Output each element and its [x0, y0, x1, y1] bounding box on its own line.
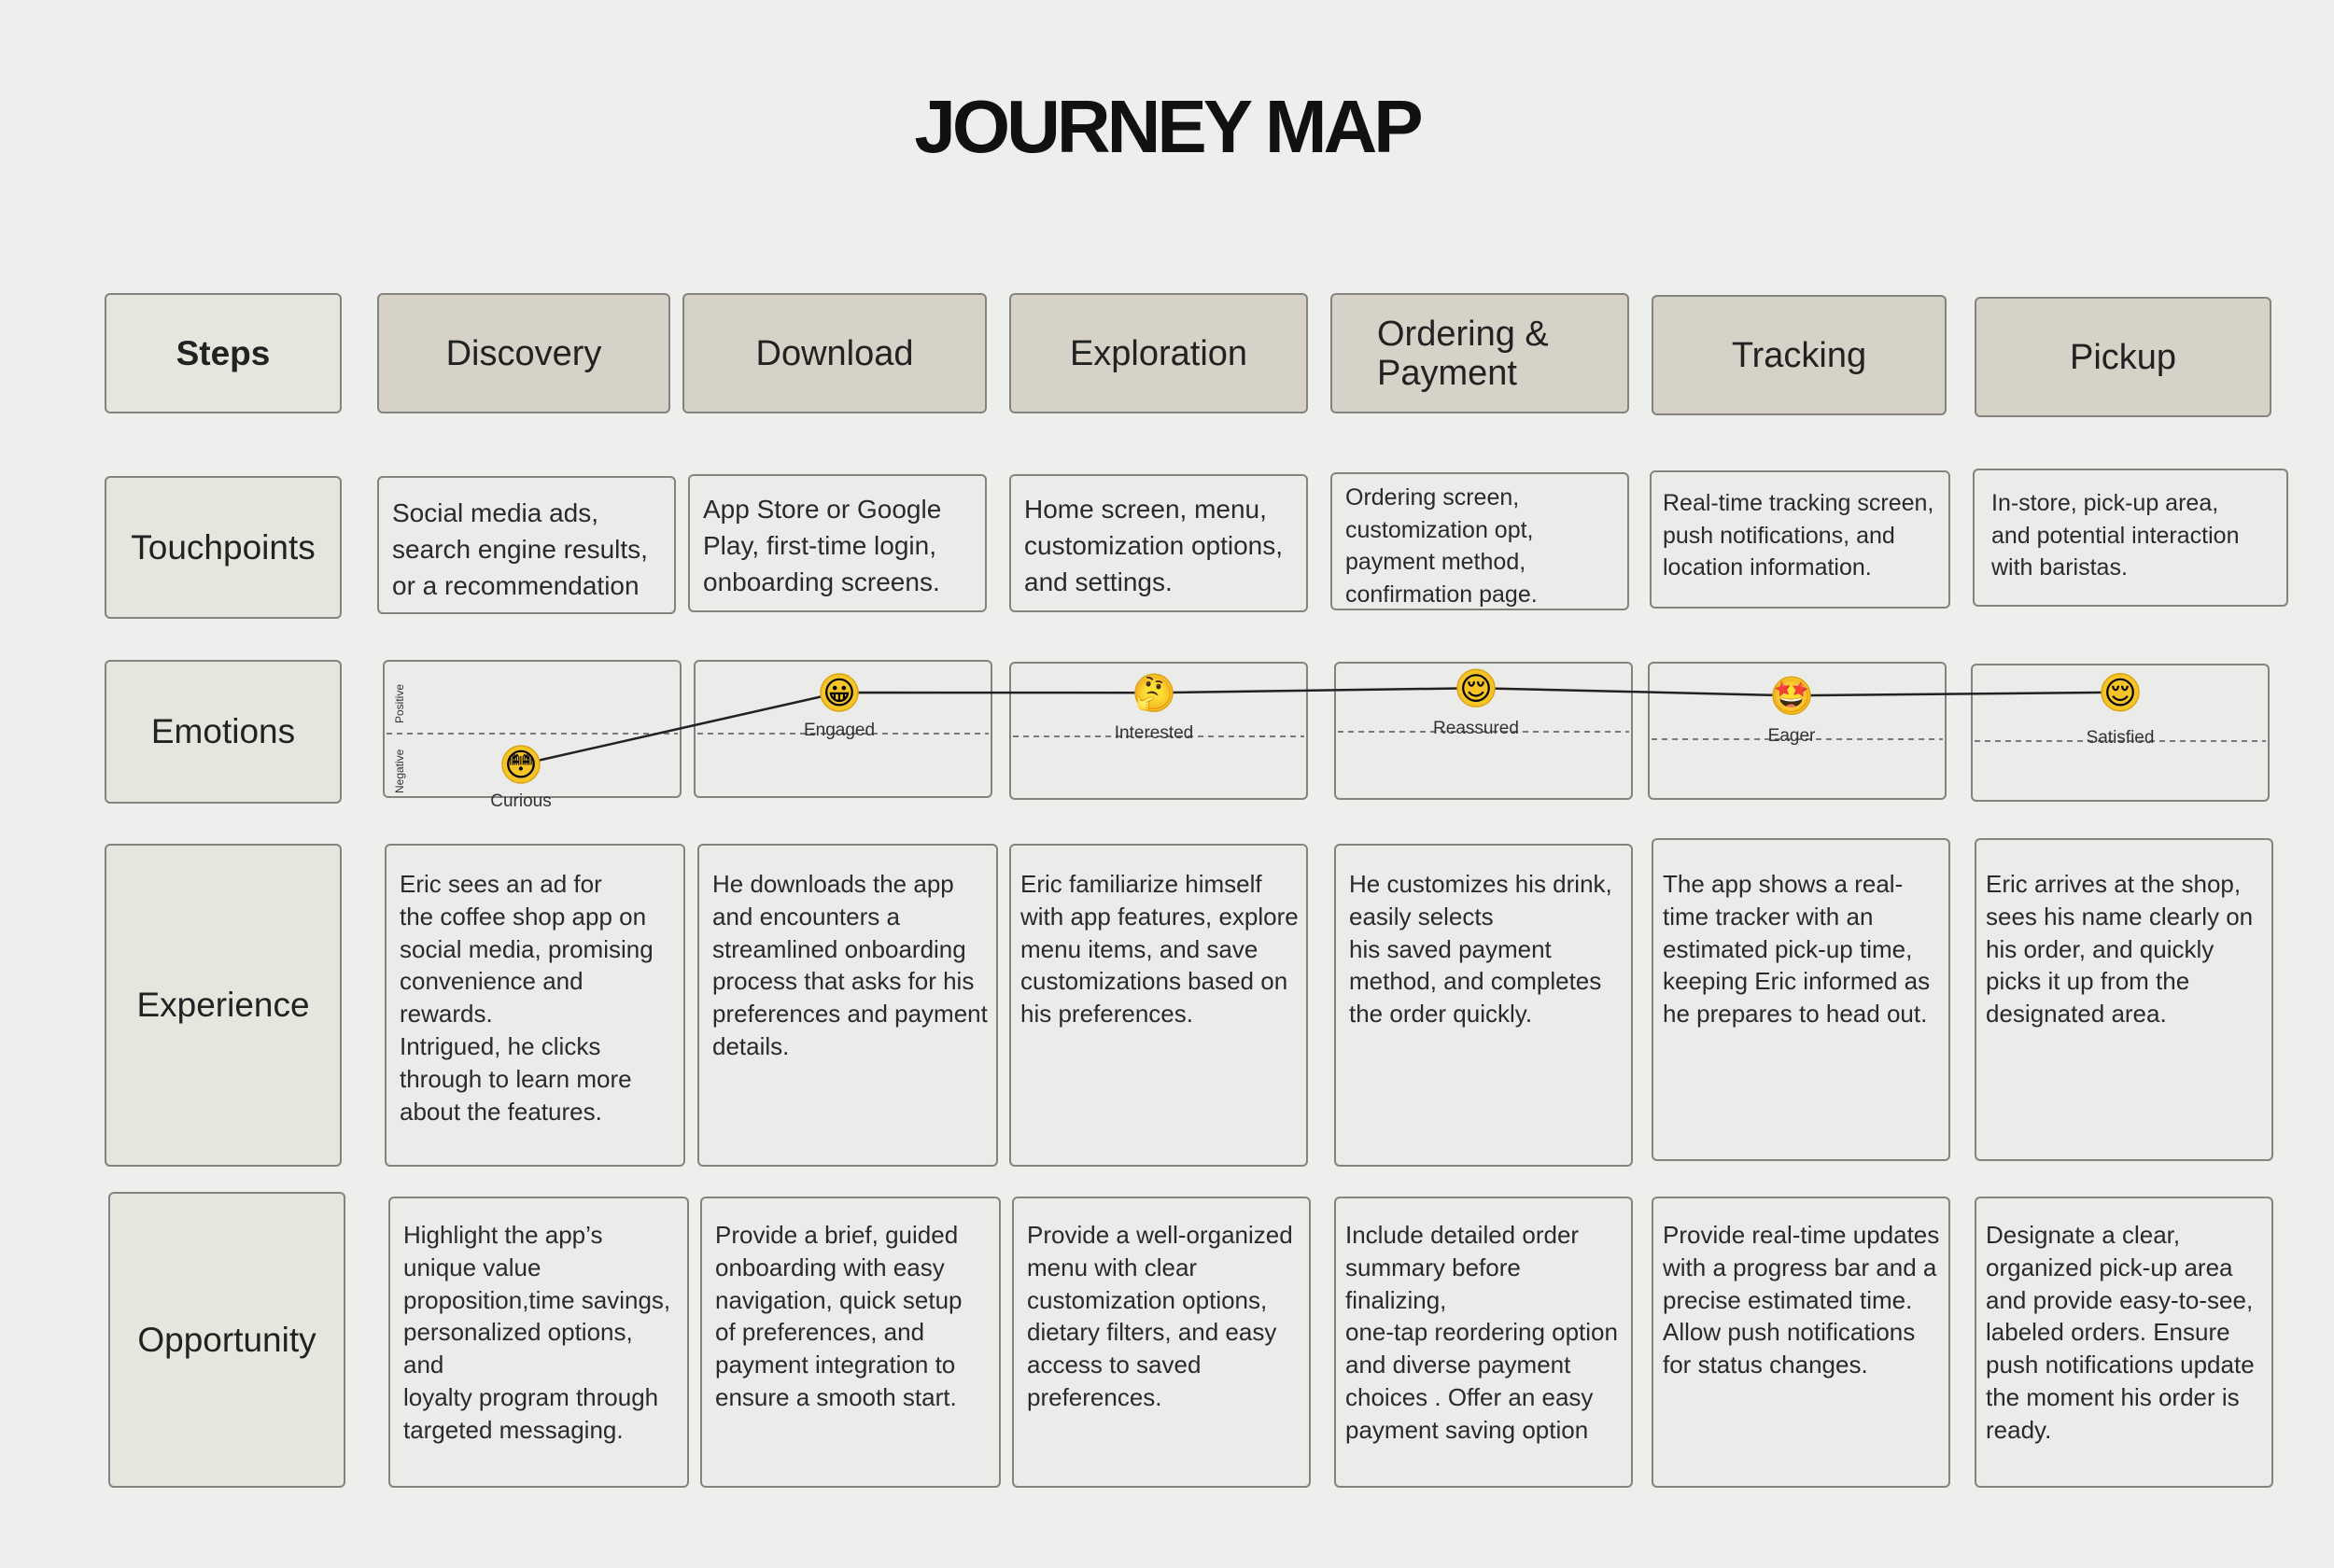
opportunity-ordering-payment: Include detailed order summary before fi… — [1334, 1197, 1633, 1488]
emotion-emoji: 😌 — [2103, 676, 2136, 711]
opportunity-discovery: Highlight the app’s unique value proposi… — [388, 1197, 689, 1488]
smiling-face-icon — [2101, 673, 2140, 712]
opportunity-tracking: Provide real-time updates with a progres… — [1652, 1197, 1950, 1488]
step-ordering-payment-label: Ordering & Payment — [1377, 314, 1549, 393]
touchpoint-discovery: Social media ads, search engine results,… — [377, 476, 676, 614]
emotion-label: Interested — [1115, 723, 1194, 743]
experience-discovery: Eric sees an ad for the coffee shop app … — [385, 844, 685, 1167]
row-header-opportunity: Opportunity — [108, 1192, 345, 1488]
touchpoint-download: App Store or Google Play, first-time log… — [688, 474, 987, 612]
emotion-emoji: 😳 — [504, 748, 537, 783]
emotion-emoji: 😀 — [823, 676, 855, 711]
thinking-face-icon — [1134, 673, 1174, 712]
row-header-emotions: Emotions — [105, 660, 342, 804]
step-exploration: Exploration — [1009, 293, 1308, 413]
emotion-label: Curious — [490, 791, 551, 811]
experience-ordering-payment: He customizes his drink, easily selects … — [1334, 844, 1633, 1167]
step-discovery: Discovery — [377, 293, 670, 413]
step-pickup: Pickup — [1975, 297, 2271, 417]
emotion-point-interested: 🤔 Interested — [1115, 673, 1194, 743]
row-header-touchpoints: Touchpoints — [105, 476, 342, 619]
emotion-label: Reassured — [1433, 719, 1519, 738]
emotion-axis-negative-label: Negative — [393, 749, 406, 793]
touchpoint-tracking: Real-time tracking screen, push notifica… — [1650, 470, 1950, 609]
emotion-label: Engaged — [804, 721, 875, 740]
touchpoint-pickup: In-store, pick-up area, and potential in… — [1973, 469, 2288, 607]
experience-pickup: Eric arrives at the shop, sees his name … — [1975, 838, 2273, 1161]
opportunity-pickup: Designate a clear, organized pick-up are… — [1975, 1197, 2273, 1488]
step-ordering-payment: Ordering & Payment — [1330, 293, 1629, 413]
experience-download: He downloads the app and encounters a st… — [697, 844, 998, 1167]
experience-exploration: Eric familiarize himself with app featur… — [1009, 844, 1308, 1167]
step-download: Download — [682, 293, 987, 413]
emotion-axis-positive-label: Positive — [393, 684, 406, 723]
emotion-point-reassured: 😌 Reassured — [1433, 668, 1519, 738]
emotion-curve-line — [520, 686, 2121, 766]
grinning-face-icon — [820, 673, 859, 712]
touchpoint-exploration: Home screen, menu, customization options… — [1009, 474, 1308, 612]
opportunity-exploration: Provide a well-organized menu with clear… — [1012, 1197, 1311, 1488]
flushed-face-icon — [501, 745, 541, 784]
step-tracking: Tracking — [1652, 295, 1947, 415]
page-title: JOURNEY MAP — [914, 85, 1423, 168]
emotion-point-satisfied: 😌 Satisfied — [2087, 673, 2155, 748]
emotion-emoji: 🤩 — [1772, 679, 1811, 714]
emotion-point-curious: 😳 Curious — [490, 745, 552, 811]
relieved-face-icon — [1456, 668, 1496, 707]
emotion-emoji: 🤔 — [1134, 676, 1174, 711]
star-struck-face-icon — [1772, 676, 1811, 715]
experience-tracking: The app shows a real- time tracker with … — [1652, 838, 1950, 1161]
emotion-label: Eager — [1768, 726, 1816, 746]
row-header-steps: Steps — [105, 293, 342, 413]
emotion-label: Satisfied — [2087, 728, 2155, 748]
opportunity-download: Provide a brief, guided onboarding with … — [700, 1197, 1001, 1488]
emotion-emoji: 😌 — [1459, 671, 1492, 707]
touchpoint-ordering-payment: Ordering screen, customization opt, paym… — [1330, 472, 1629, 610]
emotion-point-engaged: 😀 Engaged — [804, 673, 875, 740]
emotion-point-eager: 🤩 Eager — [1768, 676, 1816, 746]
row-header-experience: Experience — [105, 844, 342, 1167]
